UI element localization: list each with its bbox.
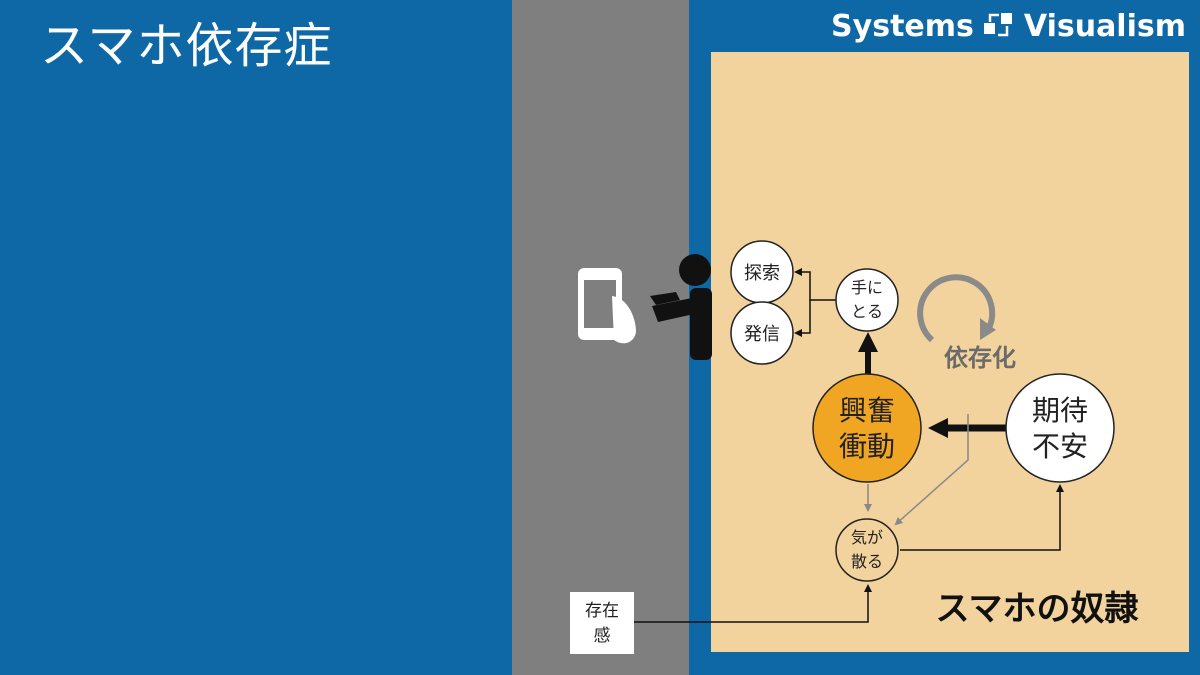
node-kigachiru-line2: 散る bbox=[851, 552, 883, 571]
smartphone-icon bbox=[578, 268, 636, 344]
node-sonzaikan-line2: 感 bbox=[594, 626, 611, 646]
node-kofun-line2: 衝動 bbox=[839, 430, 895, 463]
diagram-connectors bbox=[634, 268, 1064, 623]
left-panel bbox=[0, 0, 512, 675]
node-kofun: 興奮 衝動 bbox=[812, 373, 922, 483]
brand-left-text: Systems bbox=[831, 8, 974, 44]
loop-label: 依存化 bbox=[944, 344, 1016, 372]
node-tansaku: 探索 bbox=[730, 240, 794, 304]
node-hasshin: 発信 bbox=[730, 301, 794, 365]
page-title: スマホ依存症 bbox=[40, 18, 333, 74]
node-kigachiru-line1: 気が bbox=[851, 528, 883, 547]
person-using-phone-icon bbox=[650, 254, 712, 360]
node-sonzaikan-line1: 存在 bbox=[585, 601, 619, 621]
brand-right-text: Visualism bbox=[1023, 8, 1186, 44]
node-kitai-line1: 期待 bbox=[1032, 394, 1088, 427]
brand-logo: Systems Visualism bbox=[831, 6, 1186, 46]
node-tansaku-label: 探索 bbox=[744, 263, 780, 284]
node-hasshin-label: 発信 bbox=[744, 324, 780, 345]
diagram-canvas bbox=[711, 52, 1189, 652]
node-sonzaikan: 存在 感 bbox=[570, 592, 634, 654]
node-tenitoru-line2: とる bbox=[851, 302, 883, 321]
node-kofun-line1: 興奮 bbox=[839, 394, 895, 427]
node-kigachiru: 気が 散る bbox=[835, 518, 899, 582]
node-kitai-line2: 不安 bbox=[1032, 430, 1088, 463]
reinforcing-loop-icon bbox=[917, 274, 996, 343]
node-kitai: 期待 不安 bbox=[1005, 373, 1115, 483]
banner-label: スマホの奴隷 bbox=[936, 589, 1140, 629]
node-tenitoru: 手に とる bbox=[835, 268, 899, 332]
systems-visualism-logo-icon bbox=[983, 13, 1012, 37]
node-tenitoru-line1: 手に bbox=[851, 278, 883, 297]
